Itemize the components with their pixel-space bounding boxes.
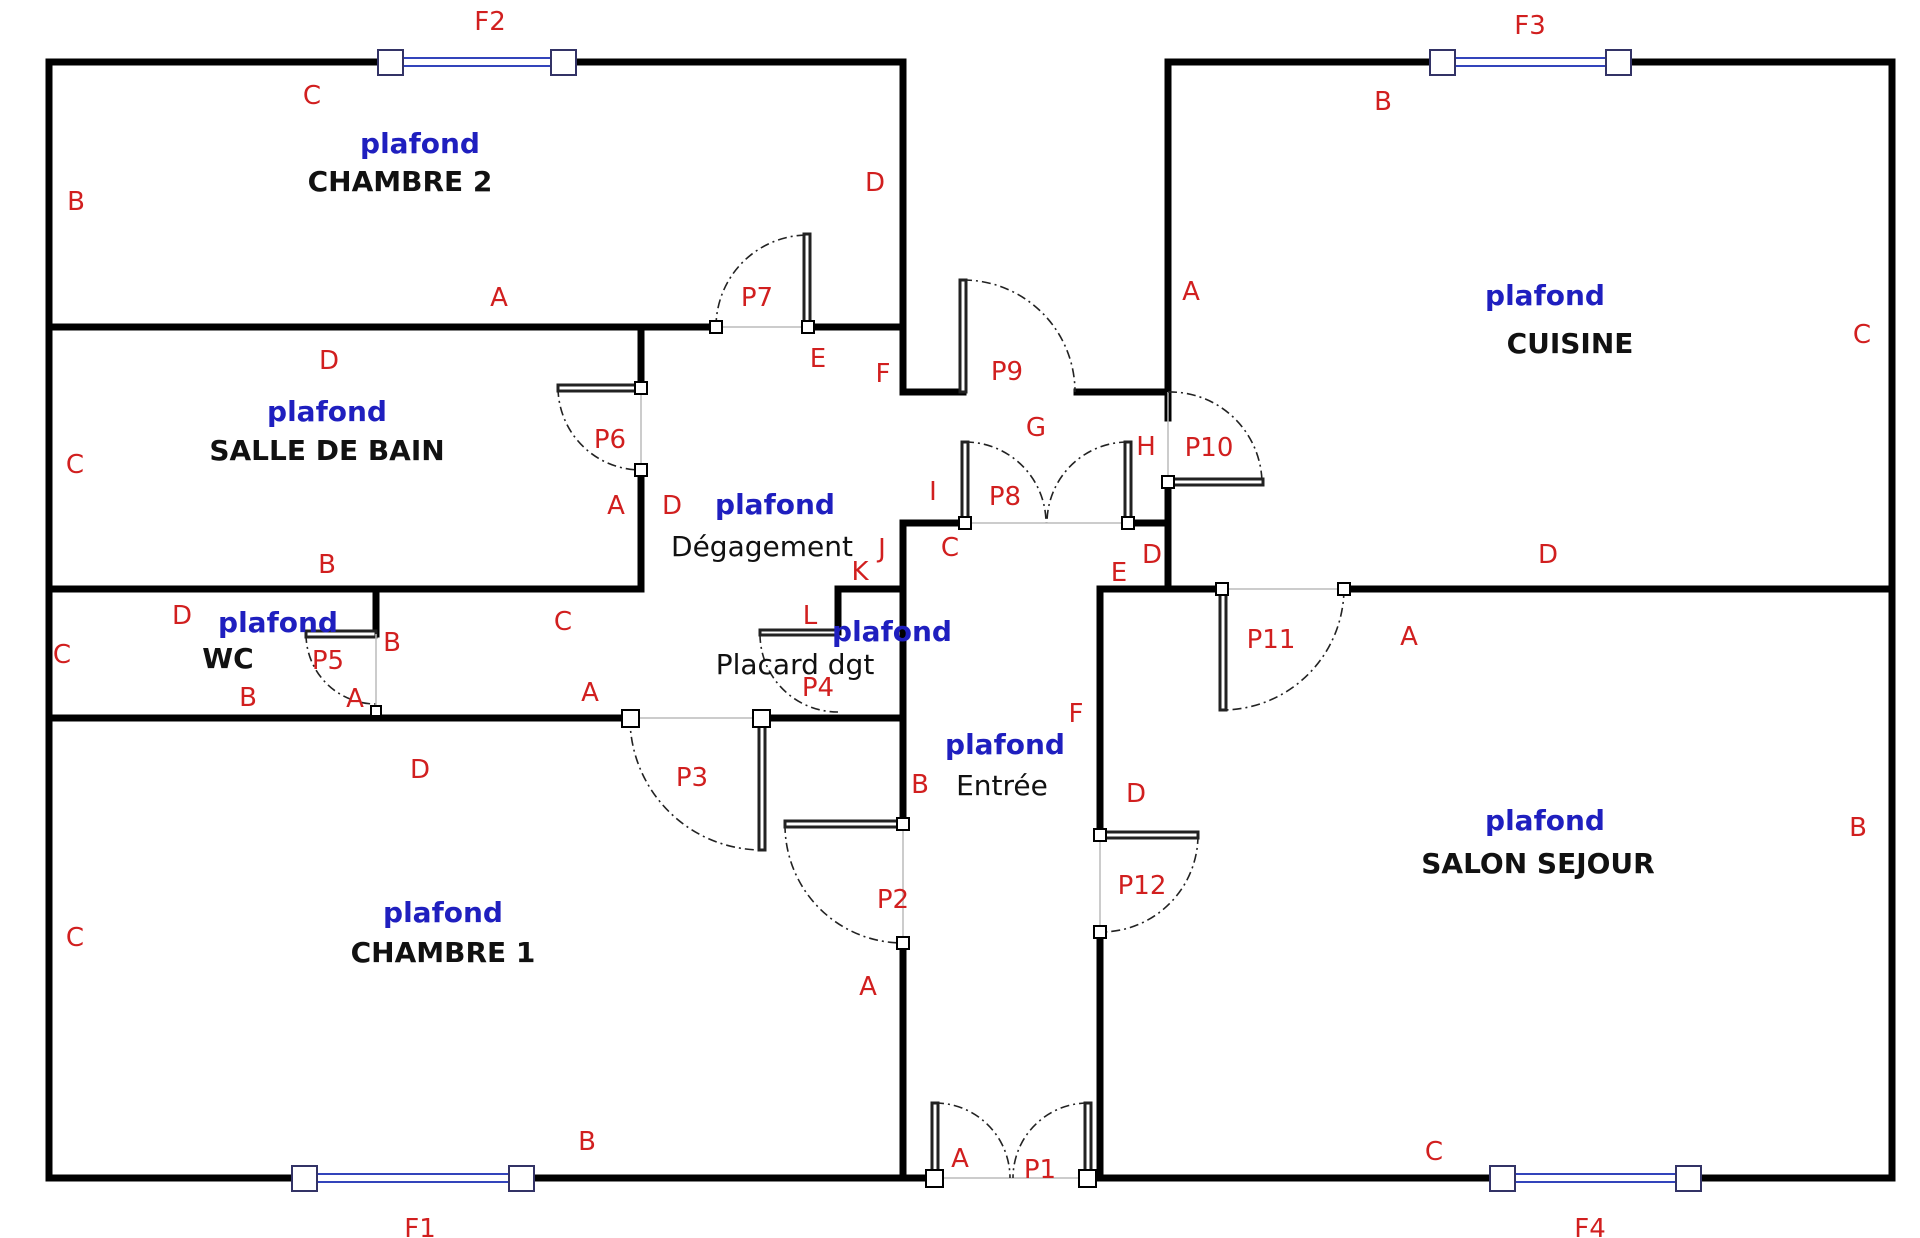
windows	[291, 49, 1702, 1192]
door-label: P6	[594, 425, 626, 455]
wall-label: A	[1182, 277, 1200, 307]
door-label: P10	[1185, 433, 1234, 463]
room-name-chambre1: CHAMBRE 1	[351, 936, 536, 969]
door-label: P11	[1247, 625, 1296, 655]
door-label: P8	[989, 482, 1021, 512]
wall-label: A	[346, 684, 364, 714]
doors	[304, 232, 1351, 1188]
wall-label: C	[1425, 1137, 1443, 1167]
wall-label: D	[662, 491, 682, 521]
door-p7	[709, 232, 815, 334]
door-p6	[556, 381, 648, 477]
wall-label: D	[865, 168, 885, 198]
door-p2	[783, 817, 910, 950]
wall-label: B	[911, 770, 929, 800]
wall-label: D	[1126, 779, 1146, 809]
door-label: P5	[312, 646, 344, 676]
door-label: P7	[741, 283, 773, 313]
window-label: F4	[1574, 1214, 1606, 1238]
room-name-salon: SALON SEJOUR	[1421, 847, 1654, 880]
room-name-sdb: SALLE DE BAIN	[209, 434, 444, 467]
wall-label: C	[303, 81, 321, 111]
wall-label: A	[859, 972, 877, 1002]
door-p9	[958, 278, 1076, 394]
wall-label: F	[876, 359, 891, 389]
wall-label: E	[1111, 558, 1127, 588]
wall-label: D	[172, 601, 192, 631]
ceiling-label: plafond	[218, 606, 338, 639]
ceiling-label: plafond	[832, 615, 952, 648]
wall-label: D	[410, 755, 430, 785]
room-name-degagement: Dégagement	[671, 530, 853, 563]
wall-label: A	[607, 491, 625, 521]
window-f4	[1489, 1165, 1702, 1192]
door-p4	[758, 628, 840, 713]
door-p11	[1215, 582, 1351, 712]
door-label: P4	[802, 673, 834, 703]
window-label: F2	[474, 7, 506, 37]
wall-label: A	[951, 1144, 969, 1174]
door-p3	[621, 709, 771, 852]
wall-label: C	[554, 607, 572, 637]
ceiling-label: plafond	[1485, 279, 1605, 312]
wall-label: K	[851, 557, 869, 587]
wall-label: B	[1374, 87, 1392, 117]
window-f2	[377, 49, 577, 76]
wall-label: B	[1849, 813, 1867, 843]
wall-label: C	[1853, 320, 1871, 350]
wall-label: B	[67, 187, 85, 217]
window-f1	[291, 1165, 535, 1192]
room-name-wc: WC	[202, 642, 253, 675]
door-p5	[304, 629, 382, 717]
wall-label: C	[53, 640, 71, 670]
wall-label: A	[490, 283, 508, 313]
room-name-entree: Entrée	[956, 769, 1048, 802]
door-p12	[1093, 828, 1200, 939]
wall-label: D	[1538, 540, 1558, 570]
wall-label: D	[319, 346, 339, 376]
room-name-cuisine: CUISINE	[1507, 327, 1634, 360]
ceiling-label: plafond	[715, 488, 835, 521]
ceiling-label: plafond	[360, 127, 480, 160]
labels: F2 F3 F1 F4 P1 P2 P3 P4 P5 P6 P7 P8 P9 P…	[53, 7, 1871, 1238]
wall-label: J	[876, 534, 886, 564]
wall-label: C	[66, 450, 84, 480]
wall-label: B	[383, 628, 401, 658]
door-label: P12	[1118, 871, 1167, 901]
window-label: F3	[1514, 11, 1546, 41]
wall-label: B	[578, 1127, 596, 1157]
wall-label: B	[318, 550, 336, 580]
wall-label: I	[929, 477, 937, 507]
wall-label: B	[239, 683, 257, 713]
room-name-chambre2: CHAMBRE 2	[308, 165, 493, 198]
wall-label: G	[1026, 413, 1046, 443]
ceiling-label: plafond	[267, 395, 387, 428]
window-f3	[1429, 49, 1632, 76]
ceiling-label: plafond	[945, 728, 1065, 761]
door-label: P3	[676, 763, 708, 793]
wall-label: F	[1069, 699, 1084, 729]
door-p1	[925, 1101, 1097, 1188]
door-label: P1	[1024, 1155, 1056, 1185]
door-p10	[1161, 391, 1265, 489]
wall-label: E	[810, 344, 826, 374]
wall-label: L	[803, 601, 818, 631]
door-p8	[958, 440, 1135, 530]
window-label: F1	[404, 1214, 436, 1238]
walls	[45, 58, 1896, 1182]
wall-label: A	[1400, 622, 1418, 652]
wall-label: A	[581, 678, 599, 708]
wall-label: D	[1142, 540, 1162, 570]
ceiling-label: plafond	[1485, 804, 1605, 837]
door-label: P2	[877, 885, 909, 915]
room-name-placard: Placard dgt	[716, 648, 875, 681]
wall-label: C	[941, 533, 959, 563]
wall-label: C	[66, 923, 84, 953]
wall-label: H	[1136, 432, 1156, 462]
door-label: P9	[991, 357, 1023, 387]
ceiling-label: plafond	[383, 896, 503, 929]
